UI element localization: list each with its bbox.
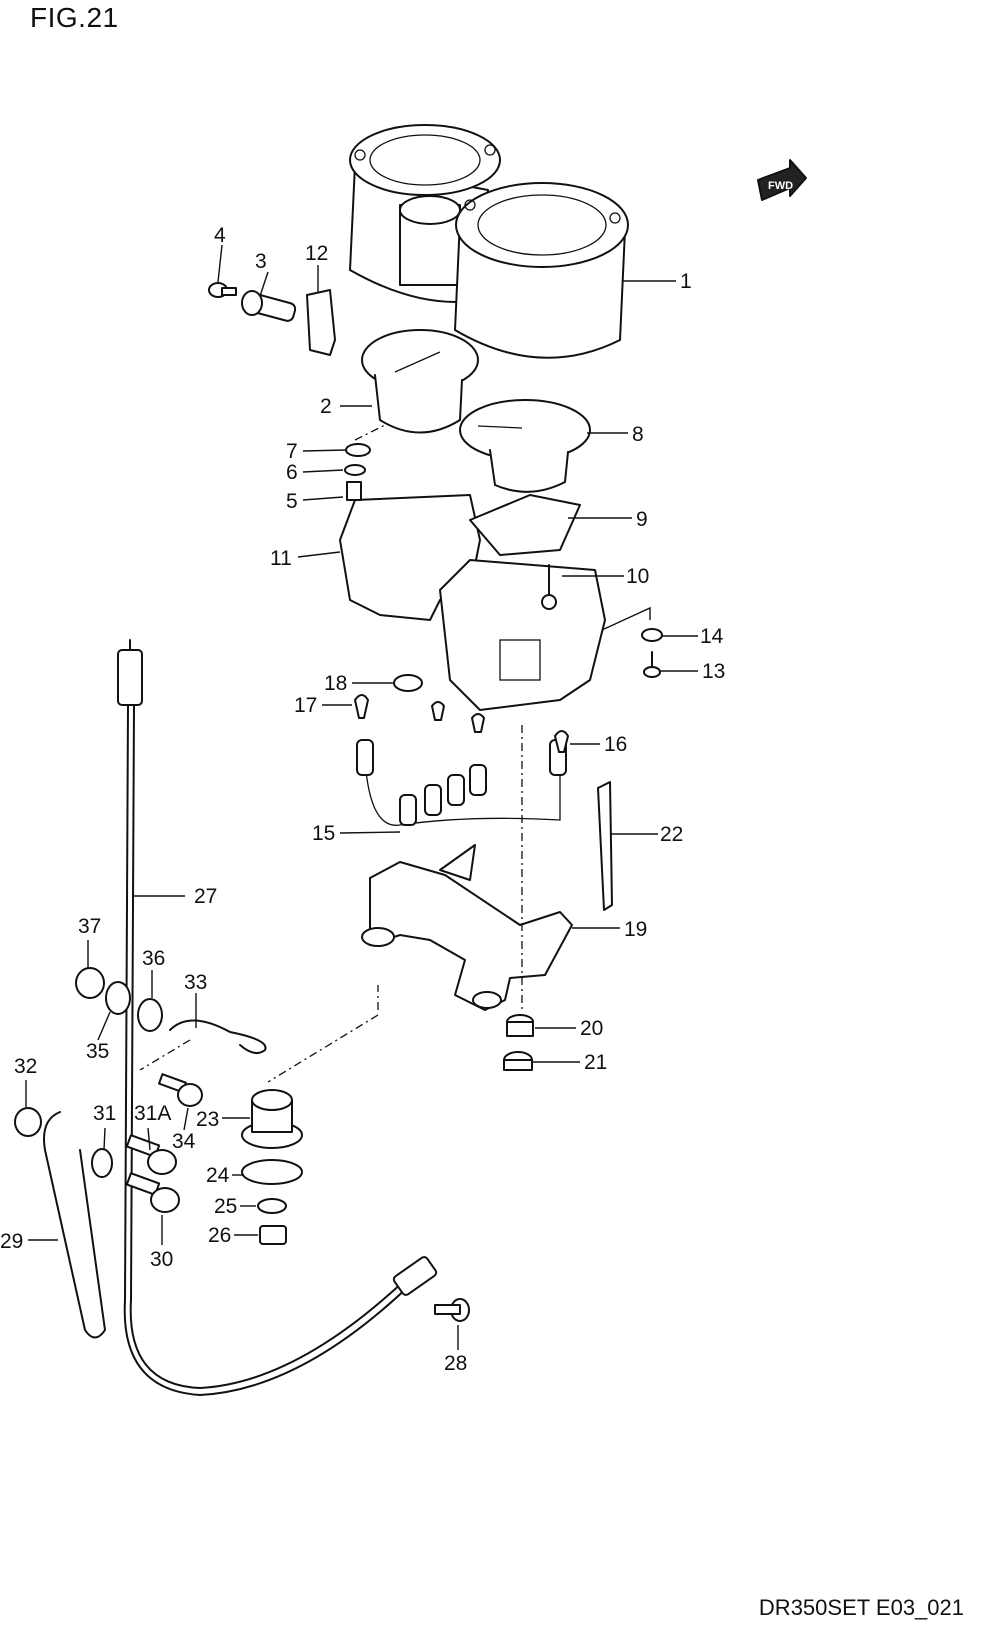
callout-4: 4: [214, 224, 226, 247]
bulb-b: [471, 713, 485, 733]
fwd-arrow-icon: FWD: [757, 159, 807, 201]
callout-3: 3: [255, 250, 267, 273]
nut-21: [503, 1051, 533, 1071]
callout-18: 18: [324, 672, 347, 695]
washer-6: [344, 464, 366, 476]
callout-31a: 31A: [134, 1102, 171, 1125]
figure-title: FIG.21: [30, 2, 119, 33]
washer-24: [241, 1159, 303, 1185]
callout-1: 1: [680, 270, 692, 293]
nut-32: [14, 1107, 42, 1137]
callout-22: 22: [660, 823, 683, 846]
callout-13: 13: [702, 660, 725, 683]
callout-25: 25: [214, 1195, 237, 1218]
screw-13: [643, 651, 661, 678]
cushion-20: [506, 1014, 534, 1037]
bracket-12: [306, 289, 336, 356]
callout-14: 14: [700, 625, 724, 648]
callout-35: 35: [86, 1040, 109, 1063]
callout-24: 24: [206, 1164, 230, 1187]
callout-33: 33: [184, 971, 207, 994]
callout-34: 34: [172, 1130, 196, 1153]
grommet-18: [393, 674, 423, 692]
callout-29: 29: [0, 1230, 23, 1253]
meter-bracket: [361, 861, 573, 1011]
callout-labels: 1 2 3 4 5 6 7 8 9 10 11 12 13 14 15 16 1…: [0, 224, 725, 1375]
callout-2: 2: [320, 395, 332, 418]
cushion-23: [241, 1089, 303, 1149]
nut-37: [75, 967, 105, 999]
assembly-line-d: [354, 424, 386, 441]
bulb-16: [554, 730, 569, 753]
callout-6: 6: [286, 461, 298, 484]
speedometer-cable: [117, 639, 438, 1396]
lamp-board: [469, 494, 581, 556]
callout-31: 31: [93, 1102, 116, 1125]
holder-22: [597, 781, 613, 911]
leader-lines: [25, 244, 698, 1350]
fwd-label: FWD: [768, 180, 793, 192]
bulb-a: [431, 701, 445, 721]
speedometer-dial: [459, 399, 591, 493]
callout-36: 36: [142, 947, 165, 970]
assembly-line-e: [139, 1039, 191, 1071]
callout-28: 28: [444, 1352, 467, 1375]
bolt-28: [434, 1298, 470, 1322]
screw-5: [346, 481, 362, 501]
bolt-34: [158, 1073, 203, 1107]
assembly-line-b: [267, 1014, 379, 1083]
callout-27: 27: [194, 885, 217, 908]
callout-17: 17: [294, 694, 317, 717]
tachometer-dial: [361, 329, 479, 434]
callout-20: 20: [580, 1017, 603, 1040]
callout-32: 32: [14, 1055, 37, 1078]
bulb-17: [354, 694, 369, 719]
meter-case: [349, 124, 629, 359]
bolt-31a: [125, 1134, 177, 1175]
callout-5: 5: [286, 490, 298, 513]
callout-11: 11: [270, 547, 292, 570]
figure-code: DR350SET E03_021: [758, 1595, 964, 1620]
washer-31: [91, 1148, 113, 1178]
callout-15: 15: [312, 822, 335, 845]
bolt-30: [125, 1172, 180, 1213]
callout-7: 7: [286, 440, 298, 463]
callout-9: 9: [636, 508, 648, 531]
lower-case: [339, 494, 606, 711]
trip-knob: [241, 290, 297, 322]
callout-8: 8: [632, 423, 644, 446]
callout-10: 10: [626, 565, 649, 588]
washer-7: [345, 443, 371, 457]
screw-10: [541, 564, 557, 610]
callout-30: 30: [150, 1248, 173, 1271]
callout-19: 19: [624, 918, 647, 941]
screw-4: [208, 282, 237, 298]
callout-26: 26: [208, 1224, 231, 1247]
callout-37: 37: [78, 915, 101, 938]
washer-14: [641, 628, 663, 642]
washer-35: [105, 981, 131, 1015]
nut-26: [259, 1225, 287, 1245]
callout-23: 23: [196, 1108, 219, 1131]
band-29: [43, 1111, 106, 1339]
wiring-harness: [356, 739, 567, 881]
callout-21: 21: [584, 1051, 607, 1074]
callout-12: 12: [305, 242, 328, 265]
clamp-33: [169, 1019, 267, 1055]
washer-25: [257, 1198, 287, 1214]
washer-36: [137, 998, 163, 1032]
callout-16: 16: [604, 733, 627, 756]
